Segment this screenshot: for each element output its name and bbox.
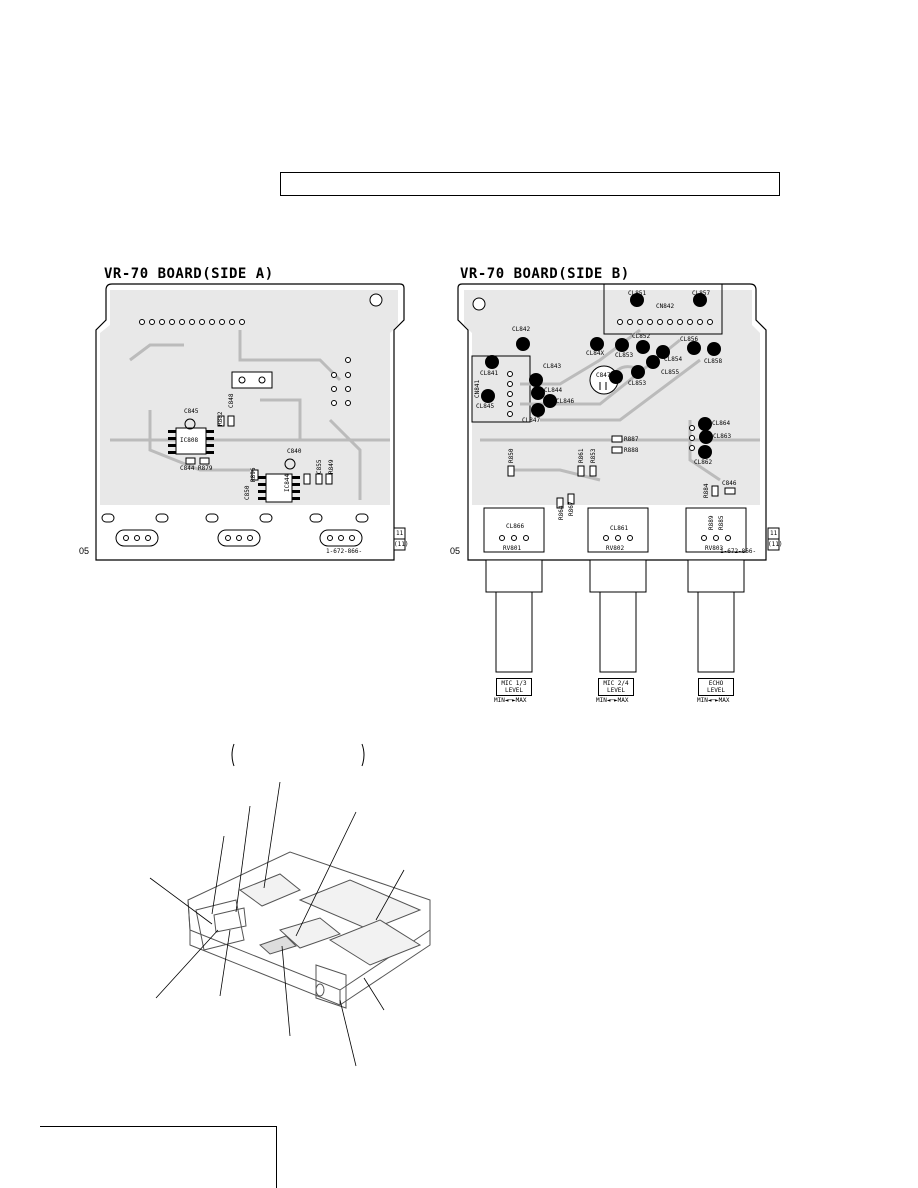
knob-mic24-line1: MIC 2/4 <box>603 680 629 687</box>
knob-mic24-line2: LEVEL <box>606 687 626 694</box>
knob-echo-range: MIN◄─►MAX <box>697 697 730 704</box>
label-cl851: CL851 <box>628 290 647 297</box>
label-cl856: CL856 <box>680 336 699 343</box>
side-b-board-number: 1-672-866- <box>720 548 757 555</box>
label-r888: R888 <box>624 447 639 454</box>
label-cn842: CN842 <box>656 303 675 310</box>
label-cl842: CL842 <box>512 326 531 333</box>
label-cl855: CL855 <box>661 369 680 376</box>
side-a-tag-bottom: (11) <box>394 541 409 548</box>
footer-rule <box>40 1126 276 1127</box>
side-b-title: VR-70 BOARD(SIDE B) <box>460 266 630 282</box>
knob-mic13-range: MIN◄─►MAX <box>494 697 527 704</box>
label-c847: C847 <box>596 372 611 379</box>
label-c846: C846 <box>722 480 737 487</box>
side-b-tag-top: 11 <box>770 530 778 537</box>
side-a-title: VR-70 BOARD(SIDE A) <box>104 266 274 282</box>
knob-echo-line2: LEVEL <box>706 687 726 694</box>
label-cl847: CL847 <box>522 417 541 424</box>
label-r887: R887 <box>624 436 639 443</box>
label-ic808: IC808 <box>180 437 199 444</box>
side-a-page-code: 05 <box>79 546 90 556</box>
label-cl854: CL854 <box>664 356 683 363</box>
label-rv803: RV803 <box>705 545 724 552</box>
label-cl844: CL844 <box>544 387 563 394</box>
knob-label-mic24: MIC 2/4 LEVEL <box>598 678 634 696</box>
label-cl843: CL843 <box>543 363 562 370</box>
knob-echo-line1: ECHO <box>708 680 724 687</box>
footer-vertical-rule <box>276 1126 277 1188</box>
knob-mic13-line1: MIC 1/3 <box>501 680 527 687</box>
label-cl866: CL866 <box>506 523 525 530</box>
label-rv801: RV801 <box>503 545 522 552</box>
knob-mic13-line2: LEVEL <box>504 687 524 694</box>
label-c840: C840 <box>287 448 302 455</box>
knob-label-echo: ECHO LEVEL <box>698 678 734 696</box>
section-title-box <box>280 172 780 196</box>
label-rv802: RV802 <box>606 545 625 552</box>
knob-mic24-range: MIN◄─►MAX <box>596 697 629 704</box>
side-a-tag-top: 11 <box>396 530 404 537</box>
label-cl853b: CL853 <box>628 380 647 387</box>
label-cl841: CL841 <box>480 370 499 377</box>
label-cl852: CL852 <box>632 333 651 340</box>
side-b-tag-bottom: (11) <box>768 541 783 548</box>
label-cl862: CL862 <box>694 459 713 466</box>
label-r879: R879 <box>198 465 213 472</box>
label-cl858: CL858 <box>704 358 723 365</box>
label-cl845: CL845 <box>476 403 495 410</box>
side-b-page-code: 05 <box>450 546 461 556</box>
label-cl857: CL857 <box>692 290 711 297</box>
label-cl863: CL863 <box>713 433 732 440</box>
label-c844: C844 <box>180 465 195 472</box>
label-cl853: CL853 <box>615 352 634 359</box>
label-cl861: CL861 <box>610 525 629 532</box>
label-cl846: CL846 <box>556 398 575 405</box>
knob-label-mic13: MIC 1/3 LEVEL <box>496 678 532 696</box>
side-a-board-number: 1-672-866- <box>326 548 363 555</box>
label-cl84x: CL84X <box>586 350 605 357</box>
label-cl864: CL864 <box>712 420 731 427</box>
label-c845: C845 <box>184 408 199 415</box>
